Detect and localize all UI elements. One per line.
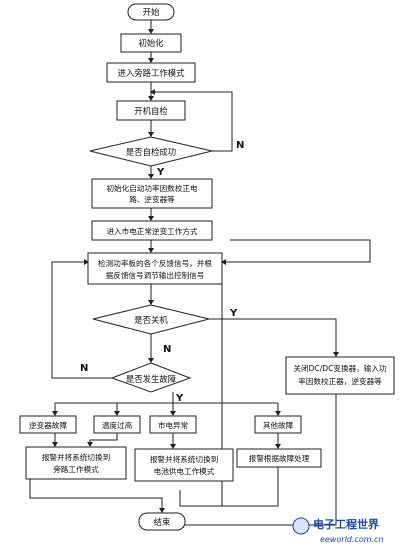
- node-alarm-battery: 报警并将系统切换到 电池供电工作模式: [134, 448, 234, 482]
- watermark-logo-icon: [292, 517, 310, 535]
- decision-fault-label: 是否发生故障: [126, 374, 177, 384]
- node-bypass-mode-label: 进入旁路工作模式: [118, 68, 186, 78]
- watermark-url: eeworld.com.cn: [320, 535, 384, 544]
- node-init-start-line-2: 路、逆变器等: [129, 194, 175, 204]
- node-alarm-handle: 报警根据故障处理: [236, 448, 322, 468]
- node-alarm-bypass-line-1: 报警并将系统切换到: [42, 452, 110, 462]
- node-start: 开始: [127, 3, 175, 21]
- node-self-check: 开机自检: [116, 100, 186, 121]
- node-fault-overtemp-label: 温度过高: [102, 420, 133, 430]
- node-fault-mains-label: 市电异常: [158, 420, 188, 430]
- node-init-start: 初始化启动功率因数校正电 路、逆变器等: [91, 178, 213, 209]
- label-shutdown-yes: Y: [229, 308, 238, 319]
- node-end-label: 结束: [154, 517, 171, 527]
- label-self-check-yes: Y: [156, 167, 165, 178]
- node-alarm-bypass: 报警并将系统切换到 旁路工作模式: [25, 446, 127, 480]
- node-close-dcdc-line-1: 关闭DC/DC变换器，输入功: [293, 363, 387, 373]
- node-close-dcdc-line-2: 率因数校正器，逆变器等: [298, 376, 382, 386]
- node-sense-feedback-line-2: 据反馈信号调节输出控制信号: [106, 270, 205, 280]
- node-init-label: 初始化: [138, 38, 164, 48]
- node-fault-inverter: 逆变器故障: [19, 415, 77, 434]
- node-end: 结束: [138, 512, 186, 531]
- node-fault-other-label: 其他故障: [263, 420, 294, 430]
- node-close-dcdc: 关闭DC/DC变换器，输入功 率因数校正器，逆变器等: [285, 356, 395, 395]
- node-fault-overtemp: 温度过高: [93, 415, 141, 434]
- node-fault-inverter-label: 逆变器故障: [29, 420, 67, 430]
- node-fault-other: 其他故障: [254, 415, 302, 434]
- node-start-label: 开始: [143, 7, 160, 17]
- decision-self-check-ok-label: 是否自检成功: [126, 147, 176, 157]
- label-fault-yes: Y: [175, 393, 184, 404]
- label-shutdown-no: N: [163, 344, 171, 355]
- label-self-check-no: N: [236, 140, 244, 151]
- node-alarm-battery-line-2: 电池供电工作模式: [154, 466, 215, 476]
- node-mains-inverter-label: 进入市电正常逆变工作方式: [106, 226, 198, 236]
- node-self-check-label: 开机自检: [134, 106, 168, 116]
- watermark: 电子工程世界 eeworld.com.cn: [292, 517, 384, 544]
- node-init: 初始化: [120, 33, 182, 53]
- watermark-logo-text: 电子工程世界: [313, 517, 379, 531]
- node-alarm-handle-label: 报警根据故障处理: [249, 453, 310, 463]
- decision-shutdown: 是否关机: [92, 304, 210, 335]
- decision-fault: 是否发生故障: [110, 362, 192, 393]
- node-bypass-mode: 进入旁路工作模式: [106, 62, 196, 83]
- decision-self-check-ok: 是否自检成功: [89, 136, 213, 167]
- node-sense-feedback: 检测功率板的各个反馈信号，并根 据反馈信号调节输出控制信号: [87, 252, 223, 285]
- decision-shutdown-label: 是否关机: [134, 315, 168, 325]
- node-init-start-line-1: 初始化启动功率因数校正电: [106, 183, 198, 193]
- label-fault-no: N: [80, 363, 88, 374]
- node-alarm-bypass-line-2: 旁路工作模式: [53, 464, 99, 474]
- node-sense-feedback-line-1: 检测功率板的各个反馈信号，并根: [98, 258, 212, 268]
- node-alarm-battery-line-1: 报警并将系统切换到: [150, 454, 218, 464]
- node-mains-inverter: 进入市电正常逆变工作方式: [91, 220, 213, 241]
- node-fault-mains: 市电异常: [149, 415, 197, 434]
